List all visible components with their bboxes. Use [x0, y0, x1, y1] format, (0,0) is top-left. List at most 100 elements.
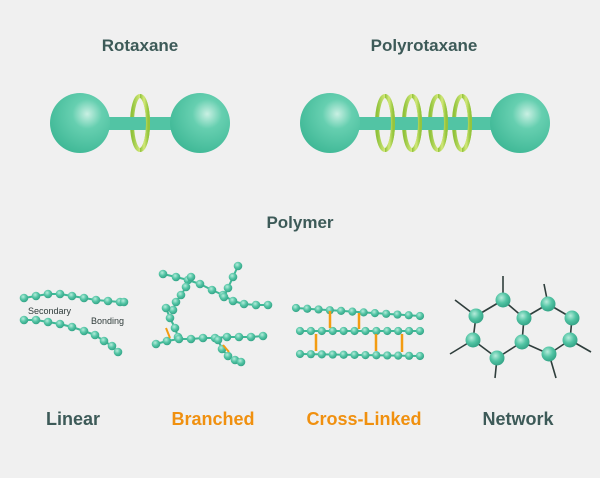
monomer-bead — [186, 334, 196, 344]
monomer-bead — [174, 334, 184, 344]
polyrotaxane-stopper-right — [490, 93, 550, 153]
monomer-bead — [181, 282, 191, 292]
monomer-bead — [234, 332, 244, 342]
monomer-bead — [207, 285, 217, 295]
monomer-bead — [246, 332, 256, 342]
monomer-bead — [314, 305, 323, 314]
monomer-bead — [372, 326, 381, 336]
monomer-bead — [350, 350, 359, 360]
monomer-bead — [223, 351, 233, 361]
monomer-bead — [113, 347, 123, 357]
category-network: Network — [482, 409, 554, 429]
linear-note-bonding: Bonding — [91, 316, 125, 326]
monomer-bead — [383, 326, 392, 336]
monomer-bead — [186, 272, 196, 282]
monomer-bead — [171, 297, 181, 307]
branch-bond — [165, 327, 171, 339]
rotaxane-molecule — [50, 93, 230, 153]
monomer-bead — [291, 303, 301, 313]
network-polymer — [449, 276, 592, 379]
monomer-bead — [258, 331, 268, 341]
monomer-bead — [198, 333, 208, 343]
monomer-bead — [350, 326, 359, 336]
monomer-bead — [90, 330, 100, 340]
monomer-bead — [103, 296, 113, 306]
monomer-bead — [372, 351, 381, 360]
branch-bond — [222, 344, 230, 353]
monomer-bead — [43, 289, 53, 299]
category-branched: Branched — [171, 409, 255, 429]
network-node — [514, 334, 530, 350]
monomer-bead — [158, 269, 168, 279]
monomer-bead — [55, 289, 65, 299]
monomer-bead — [161, 303, 171, 313]
monomer-bead — [119, 297, 129, 307]
monomer-bead — [223, 283, 233, 293]
monomer-bead — [55, 319, 65, 329]
rotaxane-stopper-right — [170, 93, 230, 153]
monomer-bead — [404, 351, 414, 360]
monomer-bead — [67, 291, 77, 301]
monomer-bead — [382, 309, 391, 318]
monomer-bead — [317, 350, 326, 359]
monomer-bead — [171, 272, 181, 282]
network-node — [540, 296, 556, 312]
monomer-bead — [91, 295, 101, 305]
monomer-bead — [19, 315, 29, 325]
monomer-bead — [404, 311, 413, 320]
monomer-bead — [107, 341, 117, 351]
monomer-bead — [295, 349, 305, 359]
monomer-bead — [415, 326, 425, 336]
monomer-bead — [415, 351, 425, 361]
monomer-bead — [170, 323, 180, 333]
rotaxane-stopper-left — [50, 93, 110, 153]
monomer-bead — [168, 305, 178, 315]
polymer-title: Polymer — [266, 213, 334, 232]
monomer-bead — [404, 326, 414, 336]
network-node — [465, 332, 481, 348]
monomer-bead — [393, 310, 402, 319]
monomer-bead — [99, 336, 109, 346]
monomer-bead — [233, 261, 243, 271]
monomer-bead — [236, 357, 246, 367]
monomer-bead — [339, 350, 348, 359]
rotaxane-ring-front — [139, 94, 150, 152]
cross-linked-polymer — [291, 303, 425, 361]
category-cross-linked: Cross-Linked — [306, 409, 422, 429]
monomer-bead — [361, 350, 370, 360]
monomer-bead — [31, 291, 41, 301]
linear-note-secondary: Secondary — [28, 306, 72, 316]
monomer-bead — [383, 351, 392, 360]
polyrotaxane-molecule — [300, 93, 550, 153]
network-node — [495, 292, 511, 308]
monomer-bead — [79, 293, 89, 303]
monomer-bead — [263, 300, 273, 310]
monomer-bead — [394, 351, 403, 360]
monomer-bead — [228, 296, 238, 306]
network-node — [468, 308, 484, 324]
monomer-bead — [79, 326, 89, 336]
monomer-bead — [219, 292, 229, 302]
network-node — [516, 310, 532, 326]
monomer-bead — [213, 335, 223, 345]
monomer-bead — [162, 336, 172, 346]
monomer-bead — [359, 308, 368, 317]
monomer-bead — [165, 313, 175, 323]
monomer-bead — [394, 326, 403, 336]
monomer-bead — [361, 326, 370, 336]
monomer-bead — [336, 306, 346, 316]
linear-polymer — [19, 289, 129, 357]
network-node — [489, 350, 505, 366]
monomer-bead — [222, 332, 232, 342]
monomer-bead — [31, 315, 41, 325]
monomer-bead — [251, 300, 261, 310]
network-node — [564, 310, 580, 326]
monomer-bead — [415, 311, 425, 321]
rotaxane-title: Rotaxane — [101, 36, 179, 55]
monomer-bead — [348, 307, 357, 316]
monomer-bead — [306, 326, 316, 336]
category-linear: Linear — [45, 409, 101, 429]
polyrotaxane-title: Polyrotaxane — [370, 36, 478, 55]
monomer-bead — [295, 326, 305, 336]
